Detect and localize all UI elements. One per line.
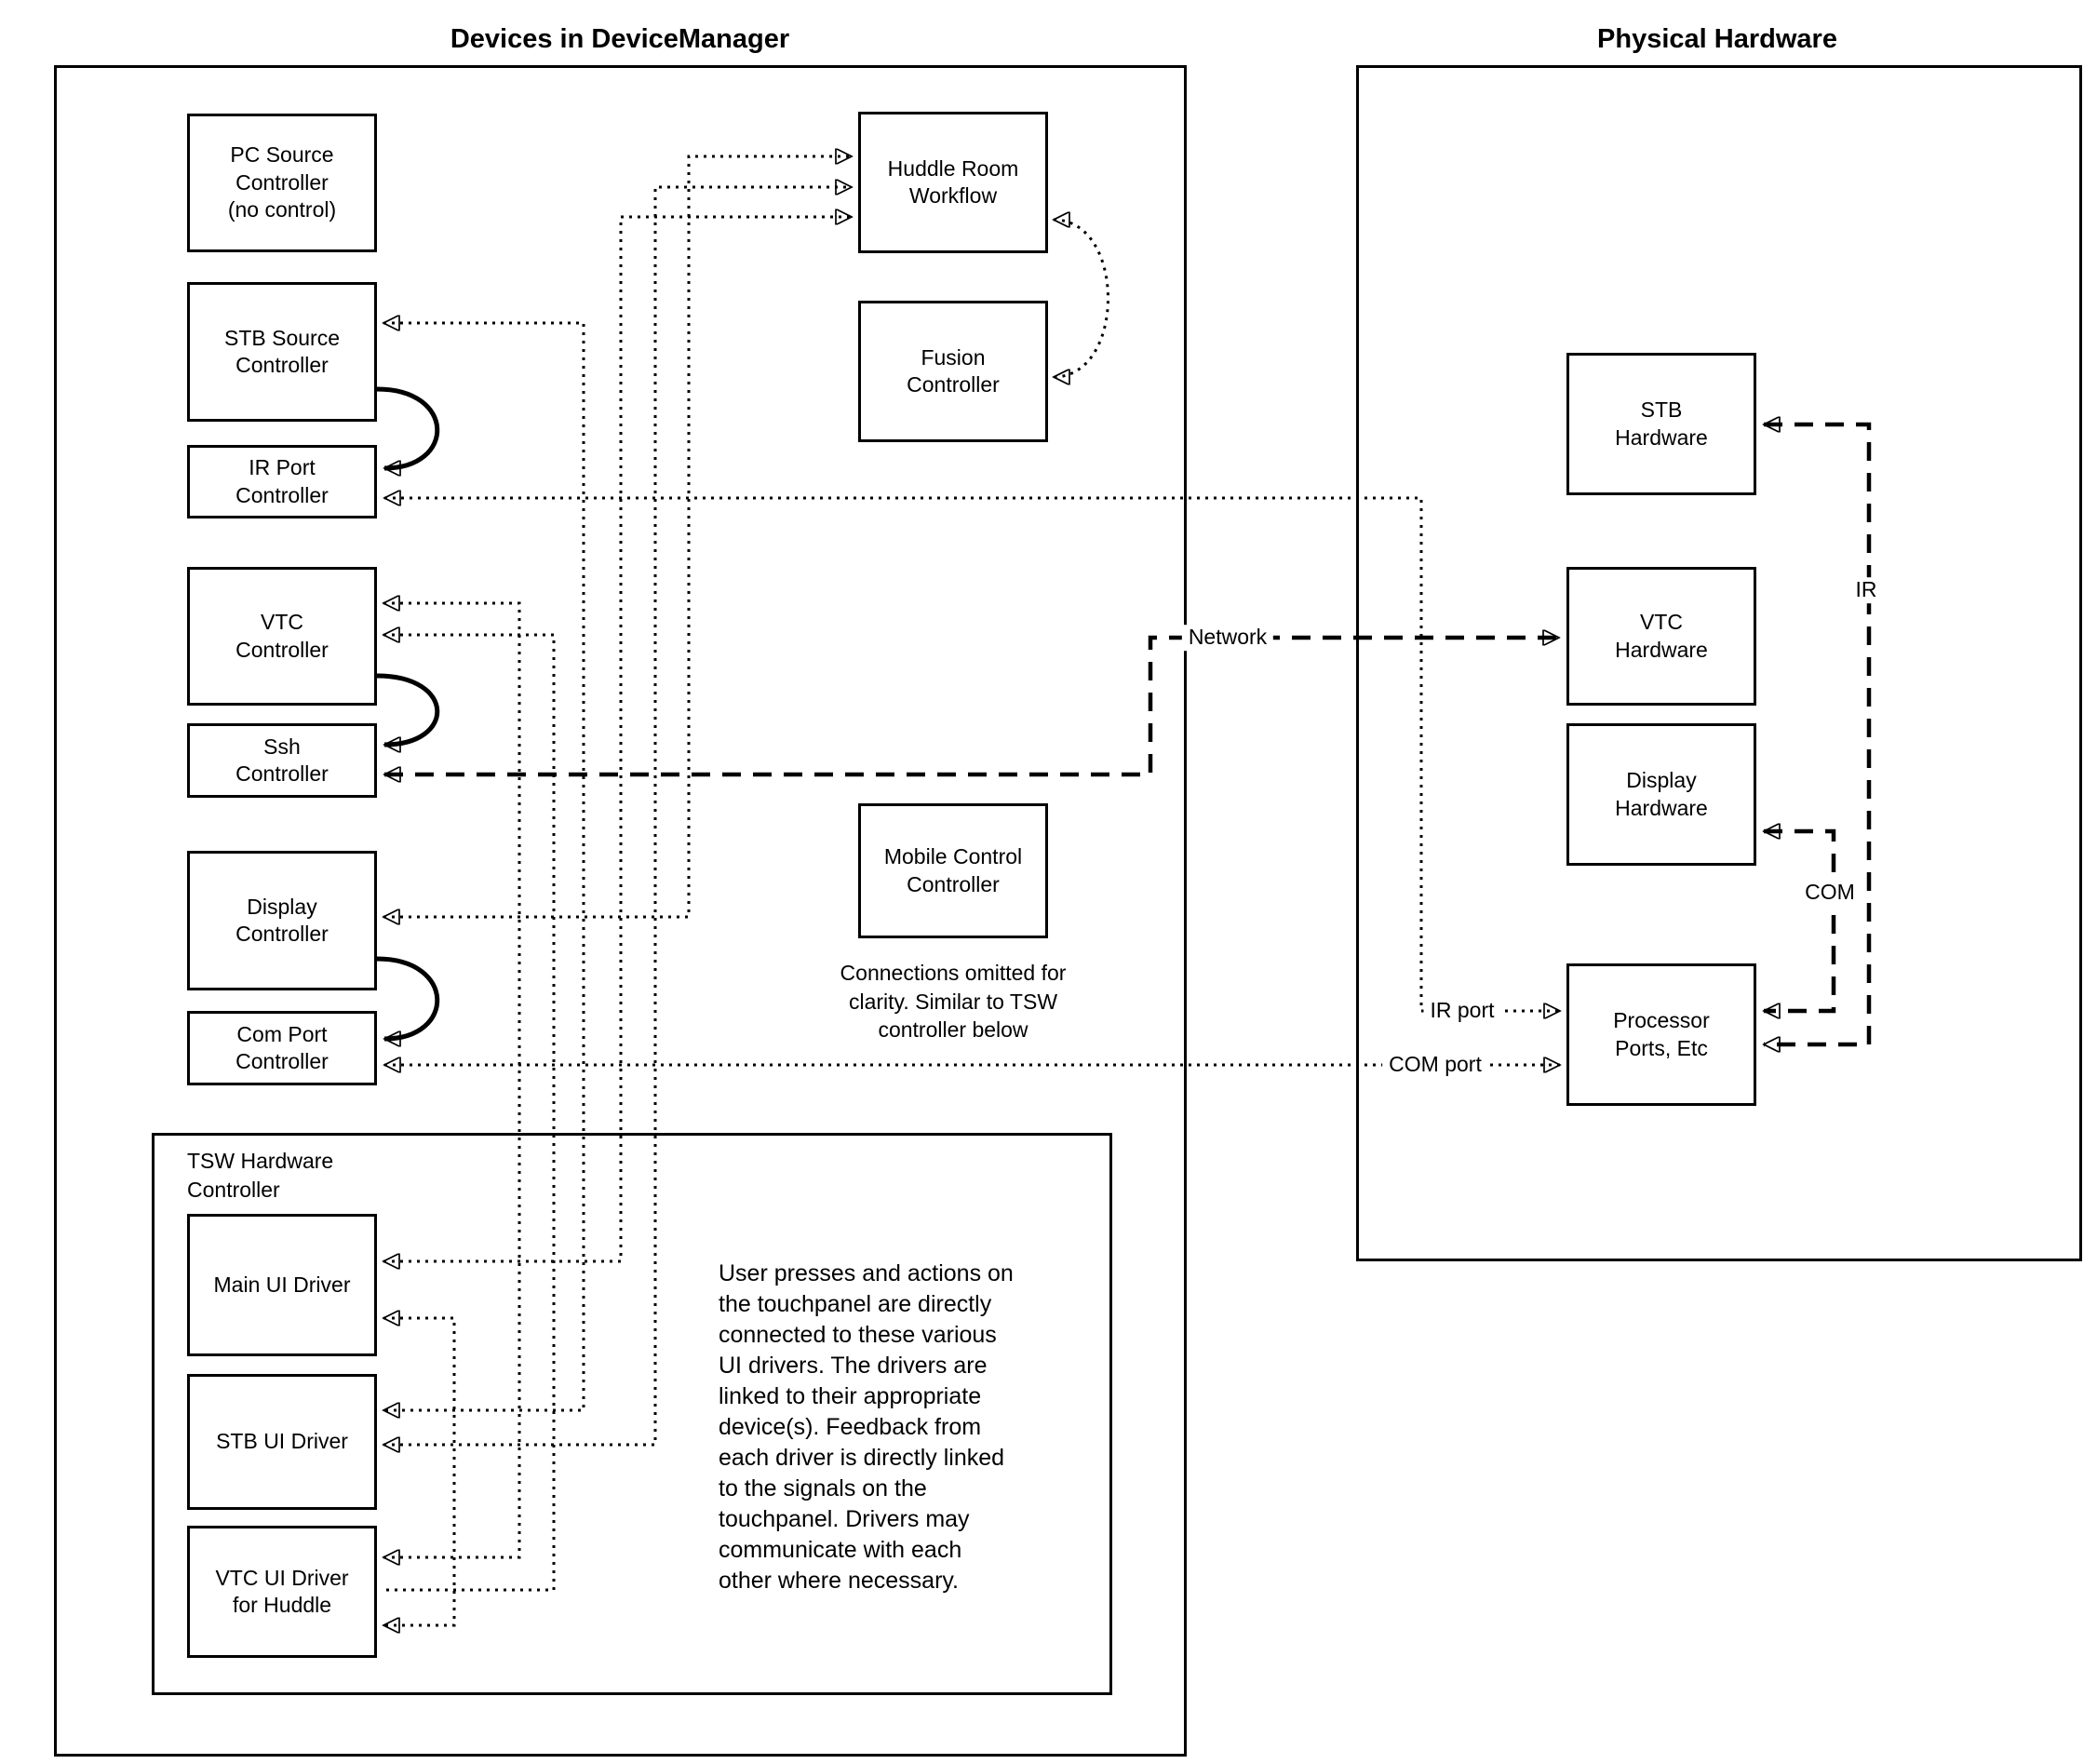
edge-network-ssh-to-vtc-hardware [384,638,1559,774]
edge-stb-ui-driver-to-huddle-workflow [383,187,852,1445]
edge-vtc-ui-driver-to-vtc-controller-b [383,635,556,1592]
com-edge-label: COM [1798,880,1862,906]
node-fusion-controller: Fusion Controller [858,301,1048,442]
node-label: STB Source Controller [224,325,340,377]
network-edge-label: Network [1181,625,1274,651]
node-ssh-controller: Ssh Controller [187,723,377,798]
node-stb-source-controller: STB Source Controller [187,282,377,422]
node-label: Display Controller [235,894,329,946]
edge-ir-stb-hardware-to-processor [1764,424,1872,1044]
edge-main-ui-driver-to-vtc-ui-driver [383,1318,456,1625]
node-label: Display Hardware [1615,768,1708,820]
node-label: STB Hardware [1615,397,1708,450]
node-label: Ssh Controller [235,734,329,786]
node-stb-hardware: STB Hardware [1566,353,1756,495]
left-section-title: Devices in DeviceManager [450,24,790,54]
node-vtc-controller: VTC Controller [187,567,377,706]
node-label: Main UI Driver [213,1272,351,1297]
node-com-port-controller: Com Port Controller [187,1011,377,1085]
node-label: IR Port Controller [235,455,329,507]
node-processor-ports: Processor Ports, Etc [1566,963,1756,1106]
node-label: Huddle Room Workflow [887,155,1019,208]
node-label: VTC UI Driver for Huddle [215,1565,349,1617]
node-stb-ui-driver: STB UI Driver [187,1374,377,1510]
node-display-controller: Display Controller [187,851,377,990]
edge-display-to-com-port [376,956,440,1039]
node-label: Processor Ports, Etc [1613,1008,1710,1060]
edge-main-ui-driver-to-huddle-workflow [383,217,852,1261]
edge-com-display-hardware-to-processor [1764,831,1836,1011]
edge-vtc-to-ssh [376,673,440,745]
edge-huddle-workflow-to-fusion [1054,220,1109,377]
node-mobile-control-controller: Mobile Control Controller [858,803,1048,938]
node-label: PC Source Controller (no control) [227,142,337,222]
edge-vtc-ui-driver-to-vtc-controller-a [383,603,521,1557]
node-display-hardware: Display Hardware [1566,723,1756,866]
node-pc-source-controller: PC Source Controller (no control) [187,114,377,252]
node-vtc-hardware: VTC Hardware [1566,567,1756,706]
ir-port-edge-label: IR port [1423,998,1501,1024]
edge-display-controller-to-huddle-workflow [383,156,852,917]
node-label: VTC Controller [235,610,329,662]
node-huddle-room-workflow: Huddle Room Workflow [858,112,1048,253]
node-label: Mobile Control Controller [883,844,1023,896]
node-label: Fusion Controller [907,344,1000,397]
node-label: VTC Hardware [1615,610,1708,662]
right-section-title: Physical Hardware [1597,24,1837,54]
tsw-hardware-controller-label: TSW Hardware Controller [187,1149,334,1202]
tsw-note: User presses and actions on the touchpan… [719,1260,1014,1594]
ir-edge-label: IR [1848,577,1884,603]
node-main-ui-driver: Main UI Driver [187,1214,377,1356]
edge-stb-source-to-ir-port [376,386,440,468]
com-port-edge-label: COM port [1382,1052,1488,1078]
node-label: Com Port Controller [235,1021,329,1073]
mobile-note: Connections omitted for clarity. Similar… [840,961,1067,1043]
node-ir-port-controller: IR Port Controller [187,445,377,518]
node-vtc-ui-driver: VTC UI Driver for Huddle [187,1526,377,1658]
node-label: STB UI Driver [216,1429,348,1454]
